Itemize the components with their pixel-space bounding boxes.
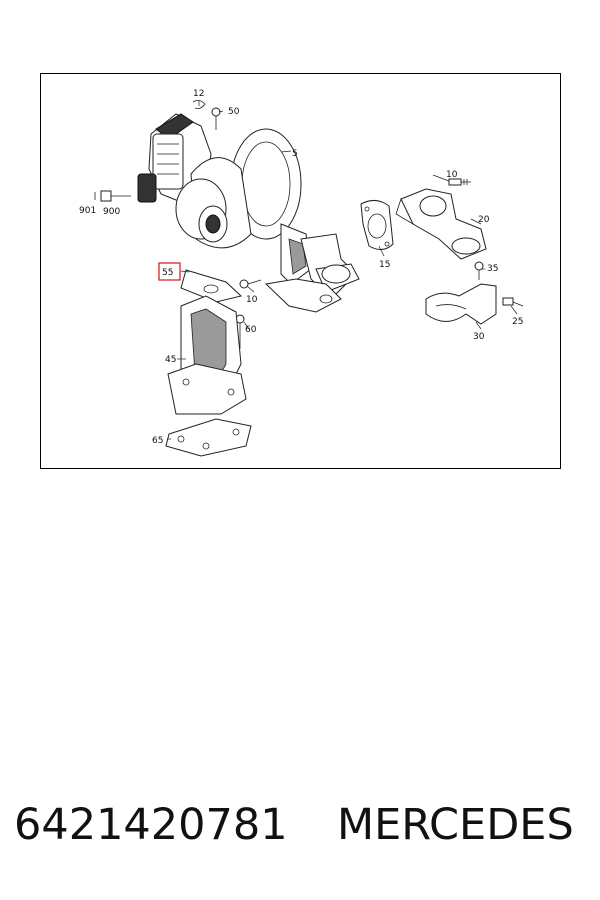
gasket-55 — [180, 269, 243, 303]
turbo-bracket — [264, 278, 342, 313]
bolt-10-upper — [448, 178, 471, 186]
connector-900-901 — [94, 190, 131, 202]
bolt-10-lower — [239, 279, 262, 289]
bolt-25 — [502, 297, 524, 307]
callout-35[interactable]: 35 — [487, 264, 498, 274]
bolt-35 — [474, 261, 484, 280]
footer-caption: 6421420781 MERCEDES — [0, 800, 600, 860]
callout-10-lower[interactable]: 10 — [246, 295, 258, 305]
part-number: 6421420781 — [14, 800, 288, 850]
callout-20[interactable]: 20 — [478, 215, 490, 225]
parts-diagram-frame: 12 50 5 901 900 10 20 15 55 10 35 60 25 … — [40, 73, 561, 469]
bracket-30 — [425, 283, 497, 325]
callout-55[interactable]: 55 — [162, 268, 173, 278]
gasket-65 — [165, 418, 252, 457]
exhaust-elbow-20 — [395, 188, 487, 260]
leader-lines — [167, 101, 518, 440]
turbocharger-assembly — [137, 113, 312, 285]
turbocharger-exploded-diagram: 12 50 5 901 900 10 20 15 55 10 35 60 25 … — [79, 89, 524, 457]
highlight-box-55 — [158, 262, 181, 281]
callout-901[interactable]: 901 — [79, 206, 96, 216]
callout-30[interactable]: 30 — [473, 332, 485, 342]
support-45 — [167, 295, 247, 415]
gasket-15 — [360, 200, 394, 250]
callout-12[interactable]: 12 — [193, 89, 204, 99]
callout-900[interactable]: 900 — [103, 207, 120, 217]
callout-15[interactable]: 15 — [379, 260, 390, 270]
callout-5[interactable]: 5 — [292, 149, 298, 159]
callout-50[interactable]: 50 — [228, 107, 240, 117]
bolt-50 — [211, 107, 221, 130]
callout-60[interactable]: 60 — [245, 325, 257, 335]
brand-name: MERCEDES — [337, 800, 574, 850]
clip-12 — [192, 100, 206, 109]
callout-65[interactable]: 65 — [152, 436, 163, 446]
callout-10-upper[interactable]: 10 — [446, 170, 458, 180]
callout-labels: 12 50 5 901 900 10 20 15 55 10 35 60 25 … — [79, 89, 523, 446]
callout-25[interactable]: 25 — [512, 317, 523, 327]
callout-45[interactable]: 45 — [165, 355, 176, 365]
